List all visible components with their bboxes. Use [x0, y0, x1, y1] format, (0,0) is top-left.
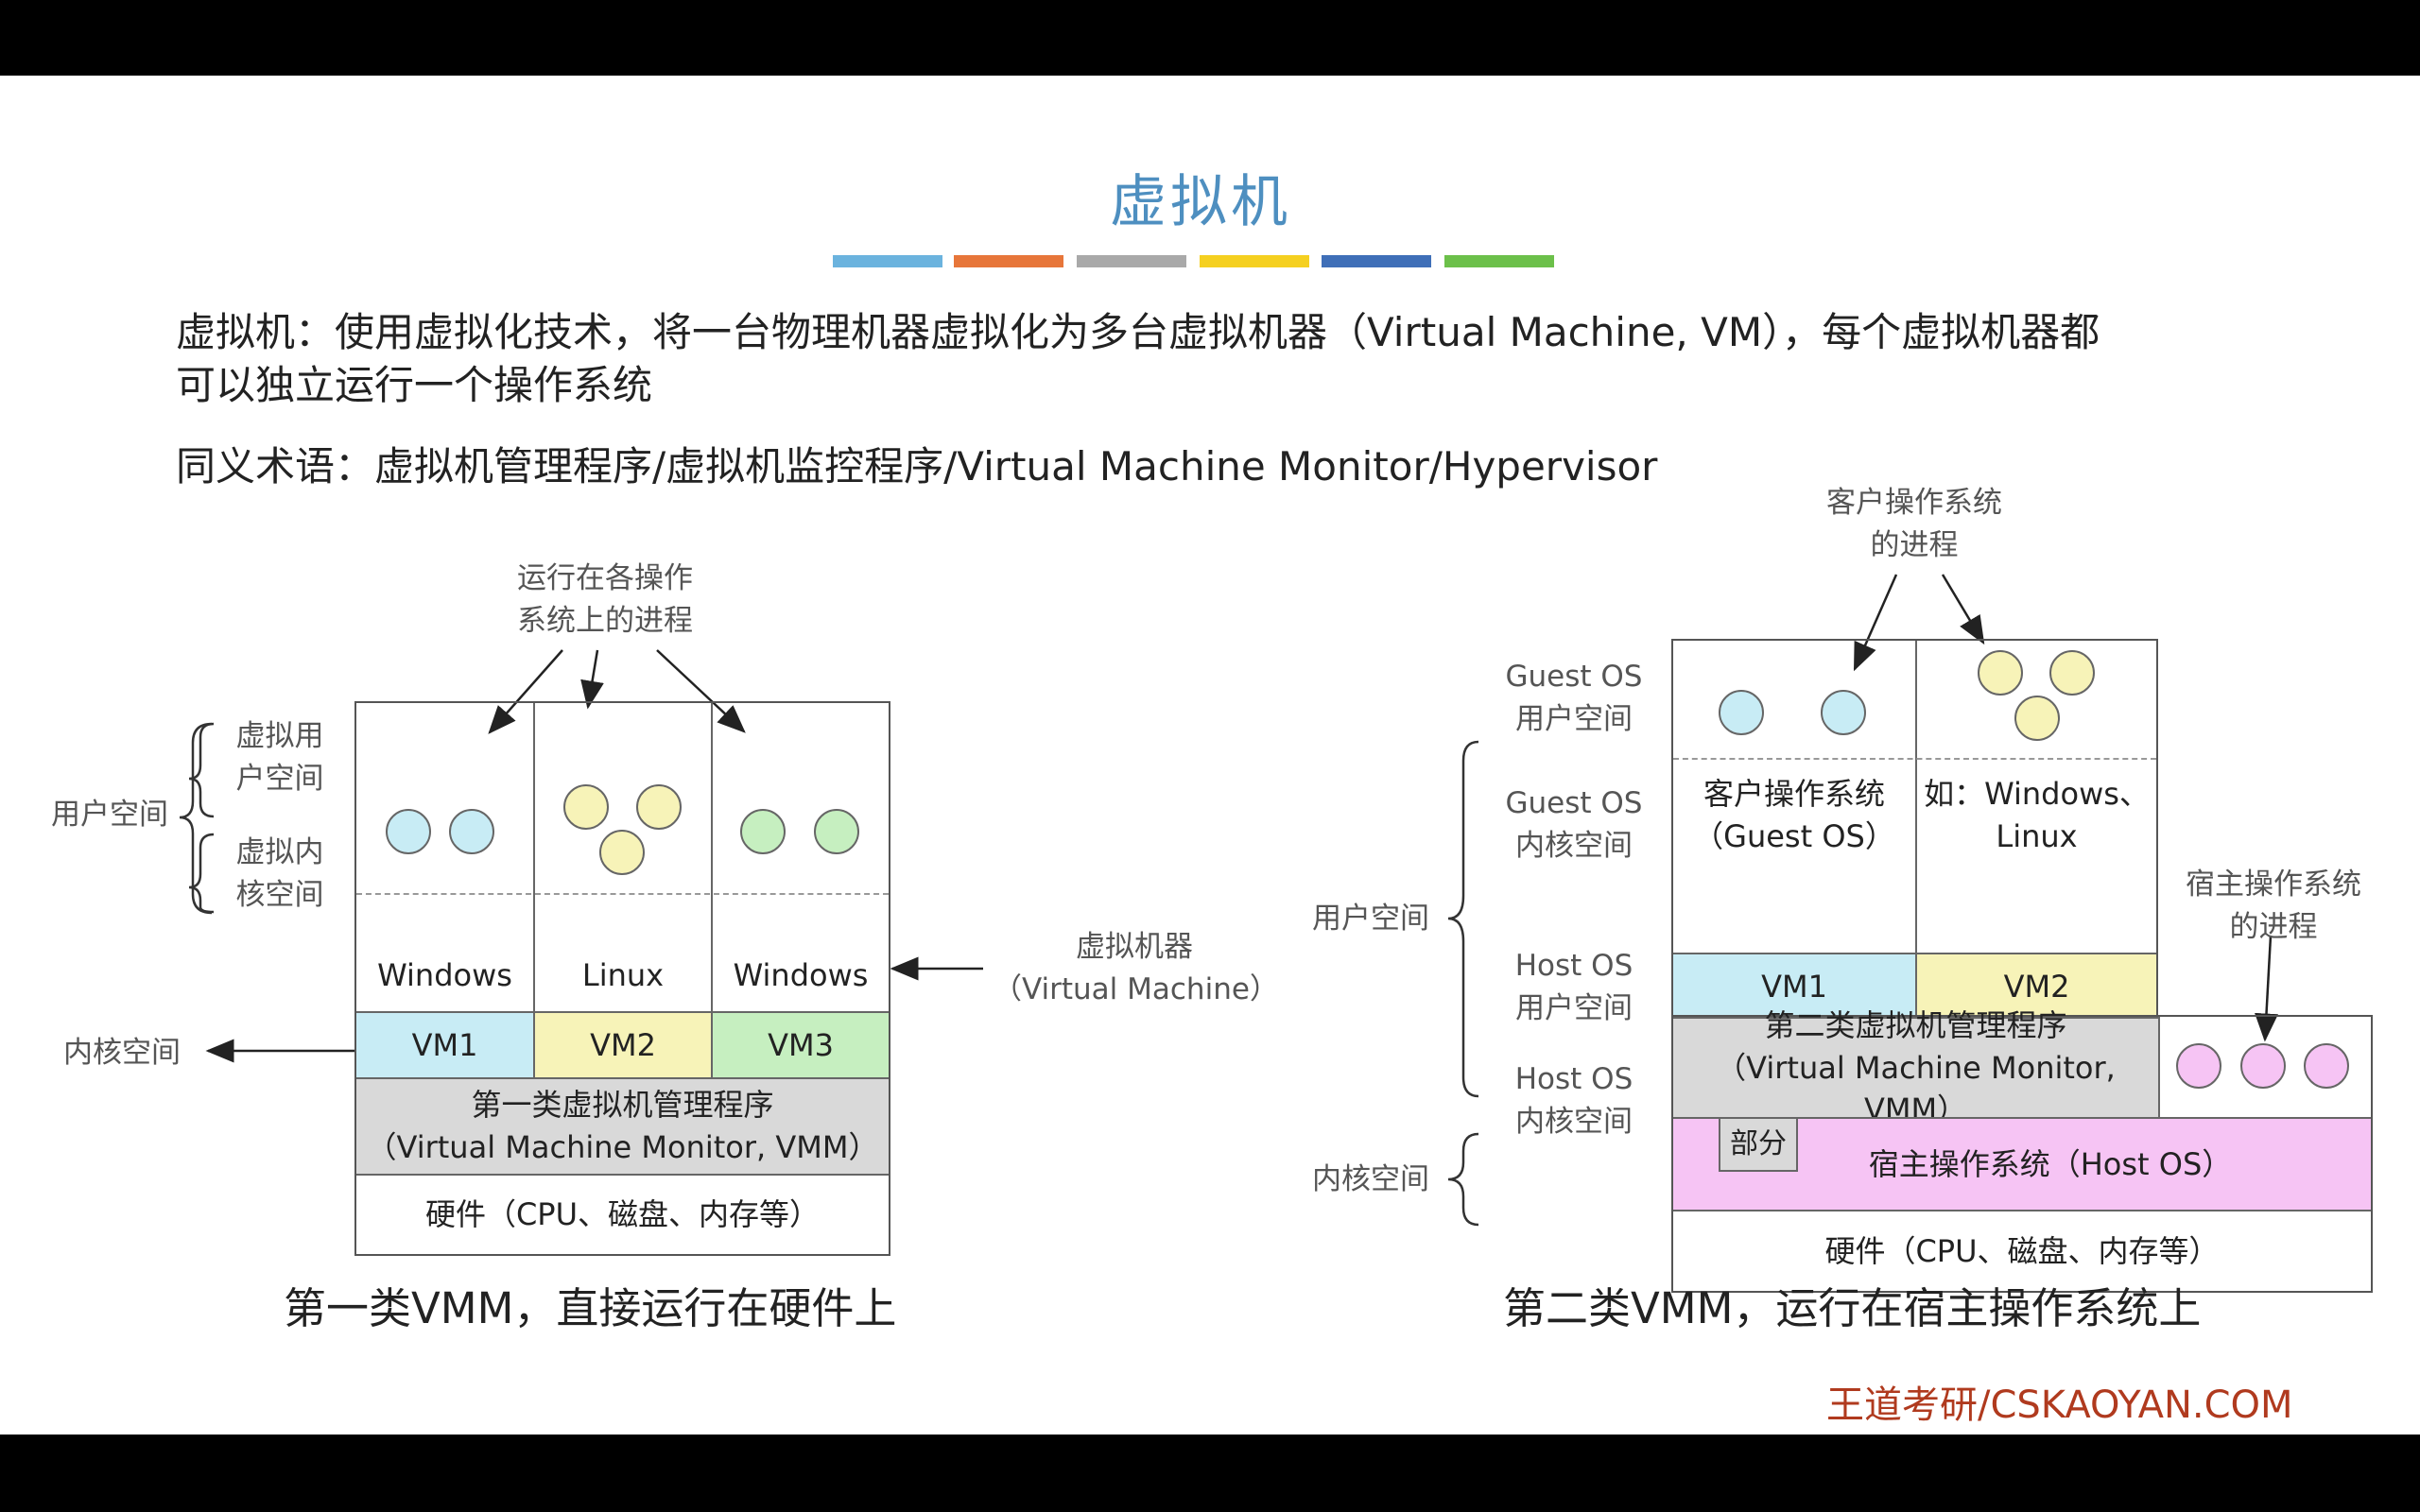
guest-user-line2: 用户空间: [1515, 701, 1633, 736]
os-label: Linux: [581, 956, 665, 993]
accent-bar-gray: [1077, 255, 1186, 267]
process-circle: [449, 809, 494, 854]
type2-vmm: 第二类虚拟机管理程序 （Virtual Machine Monitor, VMM…: [1673, 1007, 2160, 1127]
type1-vmm: 第一类虚拟机管理程序 （Virtual Machine Monitor, VMM…: [356, 1077, 889, 1176]
process-note-line1: 运行在各操作: [517, 561, 693, 595]
definition-text: 虚拟机：使用虚拟化技术，将一台物理机器虚拟化为多台虚拟机器（Virtual Ma…: [176, 309, 2100, 355]
host-proc-line2: 的进程: [2229, 909, 2318, 944]
host-os-label: 宿主操作系统（Host OS）: [1868, 1145, 2233, 1182]
host-kernel-line2: 内核空间: [1515, 1104, 1633, 1139]
kernel-space-label-left: 内核空间: [63, 1036, 181, 1070]
vm1-cell: VM1: [356, 1011, 535, 1077]
accent-bar-darkblue: [1322, 255, 1431, 267]
vmm-title: 第一类虚拟机管理程序: [471, 1087, 774, 1124]
guest-proc-line2: 的进程: [1870, 527, 1959, 562]
definition-text-cont: 可以独立运行一个操作系统: [176, 362, 653, 408]
guest-col-divider: [1915, 641, 1917, 1019]
guest-kernel-space-label: Guest OS 内核空间: [1484, 782, 1664, 868]
user-space-label-right: 用户空间: [1312, 902, 1429, 936]
caption-left: 第一类VMM，直接运行在硬件上: [284, 1283, 897, 1333]
process-circle: [386, 809, 431, 854]
caption-right: 第二类VMM，运行在宿主操作系统上: [1503, 1283, 2202, 1333]
virtual-kernel-line2: 核空间: [235, 877, 324, 912]
guest-process-circle: [2049, 650, 2095, 696]
guest-os-title: 客户操作系统: [1703, 776, 1885, 813]
virtual-kernel-line1: 虚拟内: [235, 835, 324, 869]
vm-label-line2: （Virtual Machine）: [993, 971, 1279, 1006]
virtual-kernel-space-label: 虚拟内 核空间: [223, 832, 337, 917]
process-note-line2: 系统上的进程: [517, 603, 693, 638]
guest-process-circle: [1978, 650, 2023, 696]
partial-vmm-box: 部分: [1719, 1117, 1798, 1172]
host-user-line2: 用户空间: [1515, 990, 1633, 1025]
col-divider: [711, 703, 713, 1011]
footer-brand: 王道考研/CSKAOYAN.COM: [1826, 1383, 2293, 1427]
guest-process-circle: [2014, 696, 2060, 741]
vmm-subtitle: （Virtual Machine Monitor, VMM）: [366, 1129, 879, 1165]
host-kernel-space-label: Host OS 内核空间: [1484, 1058, 1664, 1143]
process-circle: [814, 809, 859, 854]
guest-process-note: 客户操作系统 的进程: [1796, 482, 2032, 567]
accent-bar-green: [1444, 255, 1554, 267]
accent-bar-blue: [833, 255, 942, 267]
virtual-user-space-label: 虚拟用 户空间: [223, 715, 337, 800]
user-space-label-left: 用户空间: [51, 798, 168, 832]
host-process-note: 宿主操作系统 的进程: [2165, 864, 2382, 949]
host-proc-line1: 宿主操作系统: [2186, 868, 2361, 902]
synonyms-text: 同义术语：虚拟机管理程序/虚拟机监控程序/Virtual Machine Mon…: [176, 443, 1658, 490]
guest-kernel-line1: Guest OS: [1505, 786, 1643, 820]
process-circle: [599, 830, 645, 875]
guest-proc-line1: 客户操作系统: [1826, 486, 2002, 520]
process-note-left: 运行在各操作 系统上的进程: [492, 558, 718, 643]
virtual-user-line1: 虚拟用: [235, 719, 324, 753]
vm3-cell: VM3: [713, 1011, 889, 1077]
slide: 虚拟机 虚拟机：使用虚拟化技术，将一台物理机器虚拟化为多台虚拟机器（Virtua…: [0, 76, 2420, 1435]
vm2-cell: VM2: [535, 1011, 713, 1077]
host-user-space-label: Host OS 用户空间: [1484, 945, 1664, 1030]
example-line1: 如：Windows、: [1924, 776, 2150, 813]
host-stack: 第二类虚拟机管理程序 （Virtual Machine Monitor, VMM…: [1671, 1007, 2373, 1293]
host-process-circle: [2176, 1043, 2221, 1089]
os-label: Windows: [733, 956, 869, 993]
vmm-subtitle: （Virtual Machine Monitor, VMM）: [1716, 1049, 2116, 1128]
slide-title: 虚拟机: [1110, 169, 1291, 235]
accent-bar-yellow: [1200, 255, 1309, 267]
guest-kernel-line2: 内核空间: [1515, 828, 1633, 863]
type1-stack: Windows Linux Windows VM1 VM2 VM3 第一类虚拟机…: [354, 701, 890, 1256]
process-circle: [563, 784, 609, 830]
guest-vm1-cell: VM1: [1673, 953, 1917, 1019]
col-divider: [533, 703, 535, 1011]
guest-region: 客户操作系统 （Guest OS） 如：Windows、 Linux VM1 V…: [1671, 639, 2158, 1019]
guest-process-circle: [1821, 690, 1866, 735]
process-circle: [636, 784, 682, 830]
virtual-machine-label: 虚拟机器 （Virtual Machine）: [993, 926, 1279, 1011]
hardware-right: 硬件（CPU、磁盘、内存等）: [1824, 1232, 2220, 1269]
guest-os-cell: 客户操作系统 （Guest OS）: [1673, 773, 1915, 858]
example-line2: Linux: [1996, 818, 2078, 854]
host-user-line1: Host OS: [1514, 949, 1634, 983]
host-kernel-line1: Host OS: [1514, 1062, 1634, 1096]
host-process-circle: [2240, 1043, 2286, 1089]
process-circle: [740, 809, 786, 854]
hardware-left: 硬件（CPU、磁盘、内存等）: [424, 1196, 821, 1233]
guest-user-space-label: Guest OS 用户空间: [1484, 656, 1664, 741]
guest-vm2-cell: VM2: [1917, 953, 2156, 1019]
guest-os-subtitle: （Guest OS）: [1693, 818, 1895, 854]
os-label: Windows: [377, 956, 512, 993]
host-process-circle: [2304, 1043, 2349, 1089]
vmm-title: 第二类虚拟机管理程序: [1764, 1006, 2067, 1043]
guest-process-circle: [1719, 690, 1764, 735]
user-kernel-divider: [356, 893, 889, 895]
kernel-space-label-right: 内核空间: [1312, 1162, 1429, 1196]
diagram-lines: [179, 574, 2278, 1227]
virtual-user-line2: 户空间: [235, 761, 324, 796]
guest-os-example: 如：Windows、 Linux: [1917, 773, 2156, 858]
accent-bar-orange: [954, 255, 1063, 267]
guest-user-line1: Guest OS: [1505, 660, 1643, 694]
guest-user-kernel-divider: [1673, 758, 2156, 760]
vm-label-line1: 虚拟机器: [1076, 930, 1193, 964]
